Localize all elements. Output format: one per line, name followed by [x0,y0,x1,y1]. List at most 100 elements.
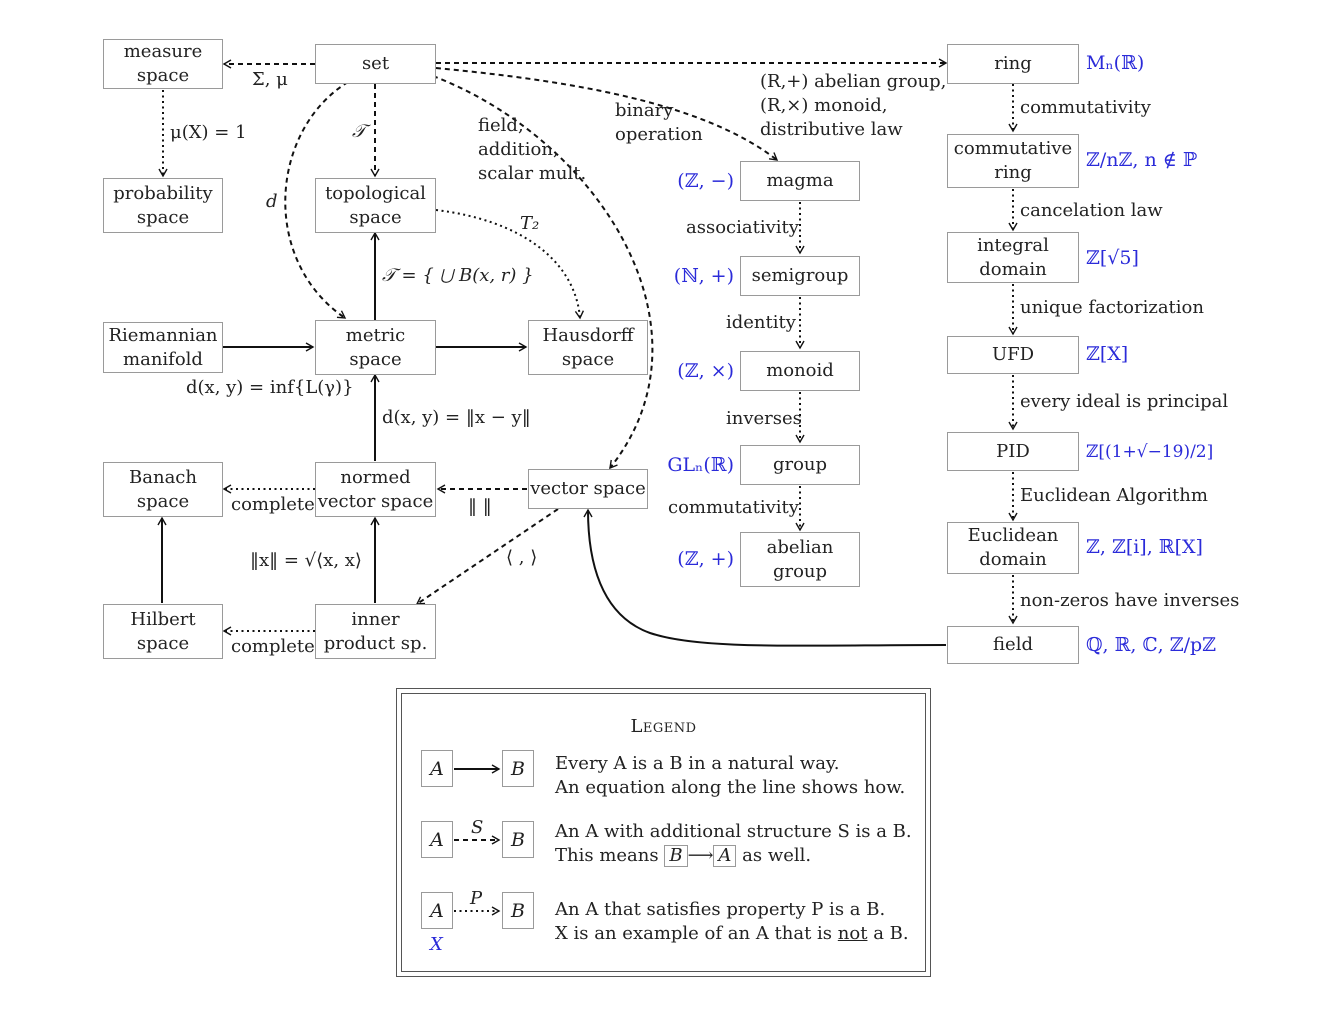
legend-row2-text: An A with additional structure S is a B.… [555,820,912,868]
node-line: metric [345,324,406,346]
node-line: abelian [766,536,834,558]
node-monoid: monoid [740,351,860,391]
label-line: distributive law [760,119,903,140]
edge-set-vector [432,75,654,470]
node-commutative-ring: commutative ring [947,134,1079,188]
label-norm-symbol: ‖ ‖ [468,496,492,517]
node-line: normed [340,466,411,488]
label-identity: identity [726,312,796,333]
node-line: magma [766,170,834,191]
node-integral-domain: integral domain [947,232,1079,283]
label-line: operation [615,124,703,145]
node-riemannian-manifold: Riemannian manifold [103,322,223,373]
legend-label-p: P [470,888,483,909]
label-inf-length: d(x, y) = inf{L(γ)} [186,377,354,398]
node-line: integral [977,234,1049,256]
edge-set-metric [284,81,349,319]
label-line: field, [478,115,524,136]
node-line: UFD [991,344,1035,365]
label-d: d [266,191,278,212]
example-ring: Mₙ(ℝ) [1086,52,1145,74]
legend-arrows [454,764,501,916]
legend-row2-pre: This means [555,845,659,866]
node-hausdorff-space: Hausdorff space [528,320,648,375]
node-line: Hausdorff [542,324,634,346]
node-normed-vector-space: normed vector space [315,462,436,517]
node-line: space [136,65,190,86]
label-sigma-mu: Σ, μ [252,69,288,90]
label-tau-union: 𝒯 = { ⋃ B(x, r) } [382,265,534,286]
legend-box-b: B [502,892,534,929]
node-line: vector space [530,478,646,499]
legend-row3-line1: An A that satisfies property P is a B. [555,899,886,920]
legend-box-b: B [502,821,534,858]
label-associativity: associativity [686,217,799,238]
label-cancelation-law: cancelation law [1020,200,1163,221]
edge-field-vector [583,508,947,647]
edge-vector-inner [415,508,559,605]
node-topological-space: topological space [315,178,436,233]
node-ufd: UFD [947,336,1079,374]
edge-set-magma [435,67,779,161]
label-binary-operation: binary operation [615,99,703,147]
label-t2: T₂ [520,213,540,234]
legend-mini-box-a: A [713,845,737,867]
node-line: commutative [953,138,1073,159]
example-euclidean-domain: ℤ, ℤ[i], ℝ[X] [1086,536,1203,558]
label-norm-from-inner: ‖x‖ = √⟨x, x⟩ [250,550,362,571]
node-line: semigroup [751,265,849,286]
node-line: measure [123,41,203,62]
node-line: Riemannian [108,324,218,346]
node-line: ring [994,53,1032,74]
legend-title: Legend [630,716,697,737]
node-line: space [136,490,190,512]
node-euclidean-domain: Euclidean domain [947,522,1079,574]
node-line: space [136,206,190,228]
node-vector-space: vector space [528,469,648,509]
node-pid: PID [947,432,1079,471]
node-inner-product-space: inner product sp. [315,604,436,659]
node-line: ring [994,162,1032,183]
legend-label-s: S [471,817,484,838]
node-line: space [136,632,190,654]
example-ufd: ℤ[X] [1086,343,1129,365]
node-line: field [993,634,1033,655]
node-field: field [947,626,1079,664]
node-metric-space: metric space [315,320,436,375]
label-nonzeros-inverses: non-zeros have inverses [1020,590,1240,611]
legend-mini-box-b: B [664,845,688,867]
legend: Legend A B Every A is a B in a natural w… [396,688,931,977]
example-field: ℚ, ℝ, ℂ, ℤ/pℤ [1086,634,1217,656]
node-probability-space: probability space [103,178,223,233]
example-commutative-ring: ℤ/nℤ, n ∉ ℙ [1086,149,1198,171]
legend-row2-line2: This means B⟶A as well. [555,844,912,868]
label-every-ideal-principal: every ideal is principal [1020,391,1229,412]
legend-box-b: B [502,750,534,787]
node-line: PID [996,440,1030,462]
legend-mini-arrow-icon: ⟶ [687,845,714,866]
example-monoid: (ℤ, ×) [677,360,734,382]
legend-box-a: A [421,821,453,858]
legend-row3-line2: X is an example of an A that is not a B. [555,922,909,946]
node-line: Euclidean [967,525,1059,546]
node-line: Hilbert [130,608,196,630]
example-abelian-group: (ℤ, +) [677,548,734,570]
label-line: addition, [478,139,559,160]
label-line: scalar mult. [478,163,587,184]
node-line: group [772,560,828,582]
node-line: domain [979,258,1047,280]
label-ring-axioms: (R,+) abelian group, (R,×) monoid, distr… [760,70,946,142]
label-commutativity-ring: commutativity [1020,97,1151,118]
example-pid: ℤ[(1+√−19)/2] [1086,442,1214,462]
node-abelian-group: abelian group [740,532,860,587]
node-line: topological [325,182,426,204]
legend-box-a: A [421,892,453,929]
label-norm-metric: d(x, y) = ‖x − y‖ [382,407,531,428]
node-line: vector space [317,490,434,512]
legend-row2-line1: An A with additional structure S is a B. [555,821,912,842]
node-line: product sp. [323,632,428,654]
legend-row1-line: Every A is a B in a natural way. [555,753,840,774]
node-line: manifold [123,348,203,370]
